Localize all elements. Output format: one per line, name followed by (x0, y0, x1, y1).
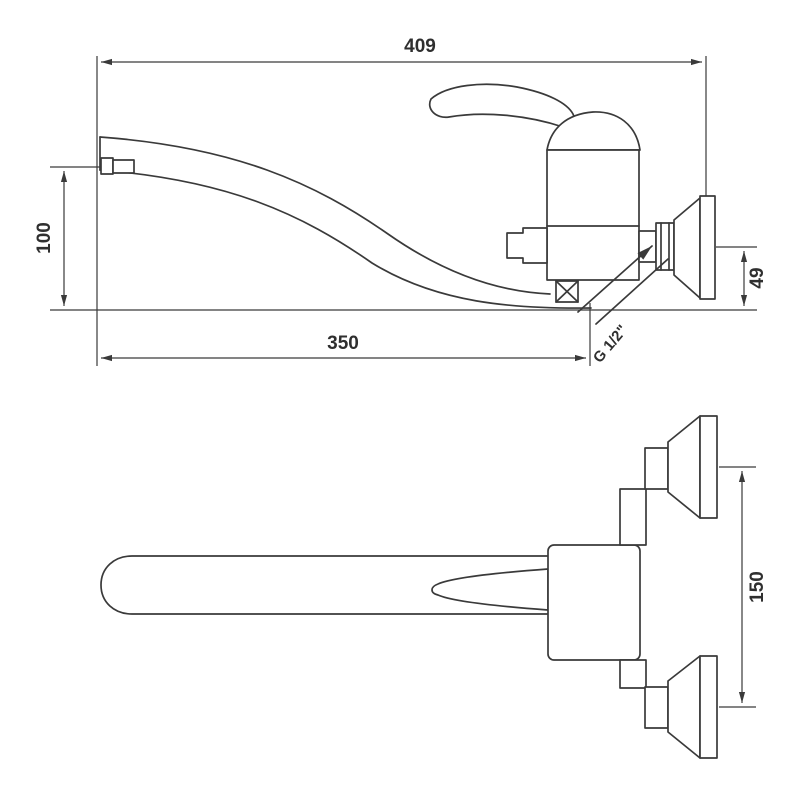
thread-label: G 1/2" (590, 322, 631, 366)
eccentric-neck (638, 230, 657, 263)
side-view-extension-lines (50, 56, 757, 366)
dim-label-150: 150 (747, 571, 768, 603)
lower-wall-connection (619, 655, 718, 759)
cartridge-cap (546, 111, 641, 151)
spout-plan (100, 555, 548, 615)
faucet-side-view (99, 83, 716, 309)
spout-aerator (100, 157, 114, 175)
dim-label-100: 100 (34, 222, 55, 254)
mixer-body-plan (547, 544, 641, 661)
lever-plan (431, 568, 549, 611)
lever-handle (428, 83, 576, 129)
diverter-knob (506, 227, 548, 264)
upper-wall-connection (619, 415, 718, 546)
crossed-box-symbol (555, 280, 579, 303)
wall-flange-plate (699, 195, 716, 300)
spout-bottom-edge (99, 169, 592, 309)
dim-label-350: 350 (327, 333, 359, 354)
wall-flange-cone (673, 197, 701, 299)
faucet-plan-view (100, 415, 718, 759)
spout-aerator-ring (112, 159, 135, 174)
plan-view-dimension-lines (719, 466, 756, 708)
spout-top-edge (99, 136, 551, 295)
dim-label-49: 49 (747, 267, 768, 288)
thread-callout (577, 245, 669, 325)
mixer-body (546, 149, 640, 281)
dim-label-409: 409 (404, 36, 436, 57)
connection-nut (655, 222, 675, 271)
side-view-dimension-lines (60, 58, 748, 362)
